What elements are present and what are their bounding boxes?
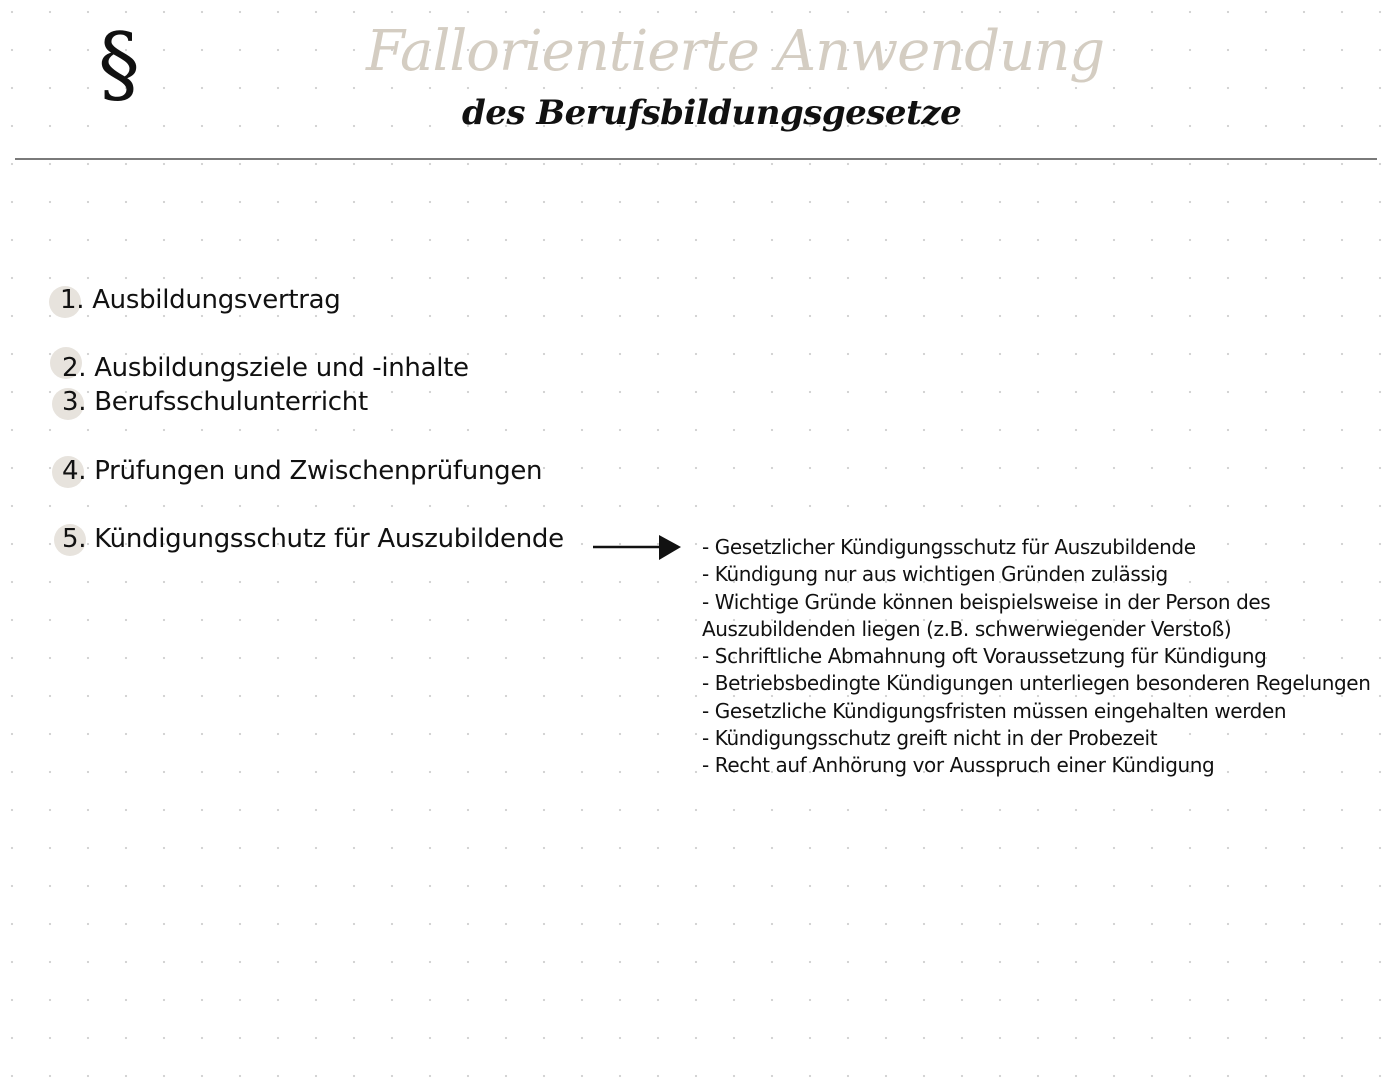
- topic-number: 5.: [62, 524, 87, 554]
- topic-item-5: 5. Kündigungsschutz für Auszubildende: [54, 524, 564, 556]
- detail-line: - Kündigungsschutz greift nicht in der P…: [702, 726, 1158, 751]
- detail-line: - Schriftliche Abmahnung oft Voraussetzu…: [702, 644, 1267, 669]
- page-subtitle: des Berufsbildungsgesetze: [462, 93, 962, 133]
- detail-line: - Gesetzliche Kündigungsfristen müssen e…: [702, 698, 1287, 723]
- detail-line: - Kündigung nur aus wichtigen Gründen zu…: [702, 562, 1168, 587]
- topic-number: 2.: [62, 353, 87, 383]
- topic-label: Kündigungsschutz für Auszubildende: [94, 524, 564, 554]
- topic-number: 3.: [62, 387, 87, 417]
- detail-line: - Wichtige Gründe können beispielsweise …: [702, 589, 1271, 614]
- highlight-circle: [50, 347, 82, 379]
- topic-label: Berufsschulunterricht: [94, 387, 368, 417]
- highlight-circle: [52, 388, 84, 420]
- topic-number: 1.: [60, 285, 85, 315]
- topic-item-2: 2. Ausbildungsziele und -inhalte: [50, 347, 469, 383]
- highlight-circle: [49, 286, 81, 318]
- topic-label: Prüfungen und Zwischenprüfungen: [94, 456, 543, 486]
- topic-number: 4.: [62, 456, 87, 486]
- header-divider: [15, 158, 1377, 160]
- topic-item-4: 4. Prüfungen und Zwischenprüfungen: [52, 456, 543, 488]
- highlight-circle: [54, 524, 86, 556]
- detail-line: - Gesetzlicher Kündigungsschutz für Ausz…: [702, 535, 1196, 559]
- detail-line: - Betriebsbedingte Kündigungen unterlieg…: [702, 671, 1371, 696]
- section-sign-icon: §: [98, 15, 140, 113]
- highlight-circle: [52, 456, 84, 488]
- details-list: - Gesetzlicher Kündigungsschutz für Ausz…: [702, 534, 1399, 780]
- page-title: Fallorientierte Anwendung: [366, 19, 1105, 84]
- topic-label: Ausbildungsvertrag: [92, 285, 341, 315]
- topic-label: Ausbildungsziele und -inhalte: [94, 353, 469, 383]
- detail-line: - Recht auf Anhörung vor Ausspruch einer…: [702, 753, 1215, 778]
- detail-line: Auszubildenden liegen (z.B. schwerwiegen…: [702, 616, 1232, 641]
- arrow-right-icon: [593, 535, 681, 560]
- topic-item-1: 1. Ausbildungsvertrag: [49, 285, 341, 318]
- topic-item-3: 3. Berufsschulunterricht: [52, 387, 368, 420]
